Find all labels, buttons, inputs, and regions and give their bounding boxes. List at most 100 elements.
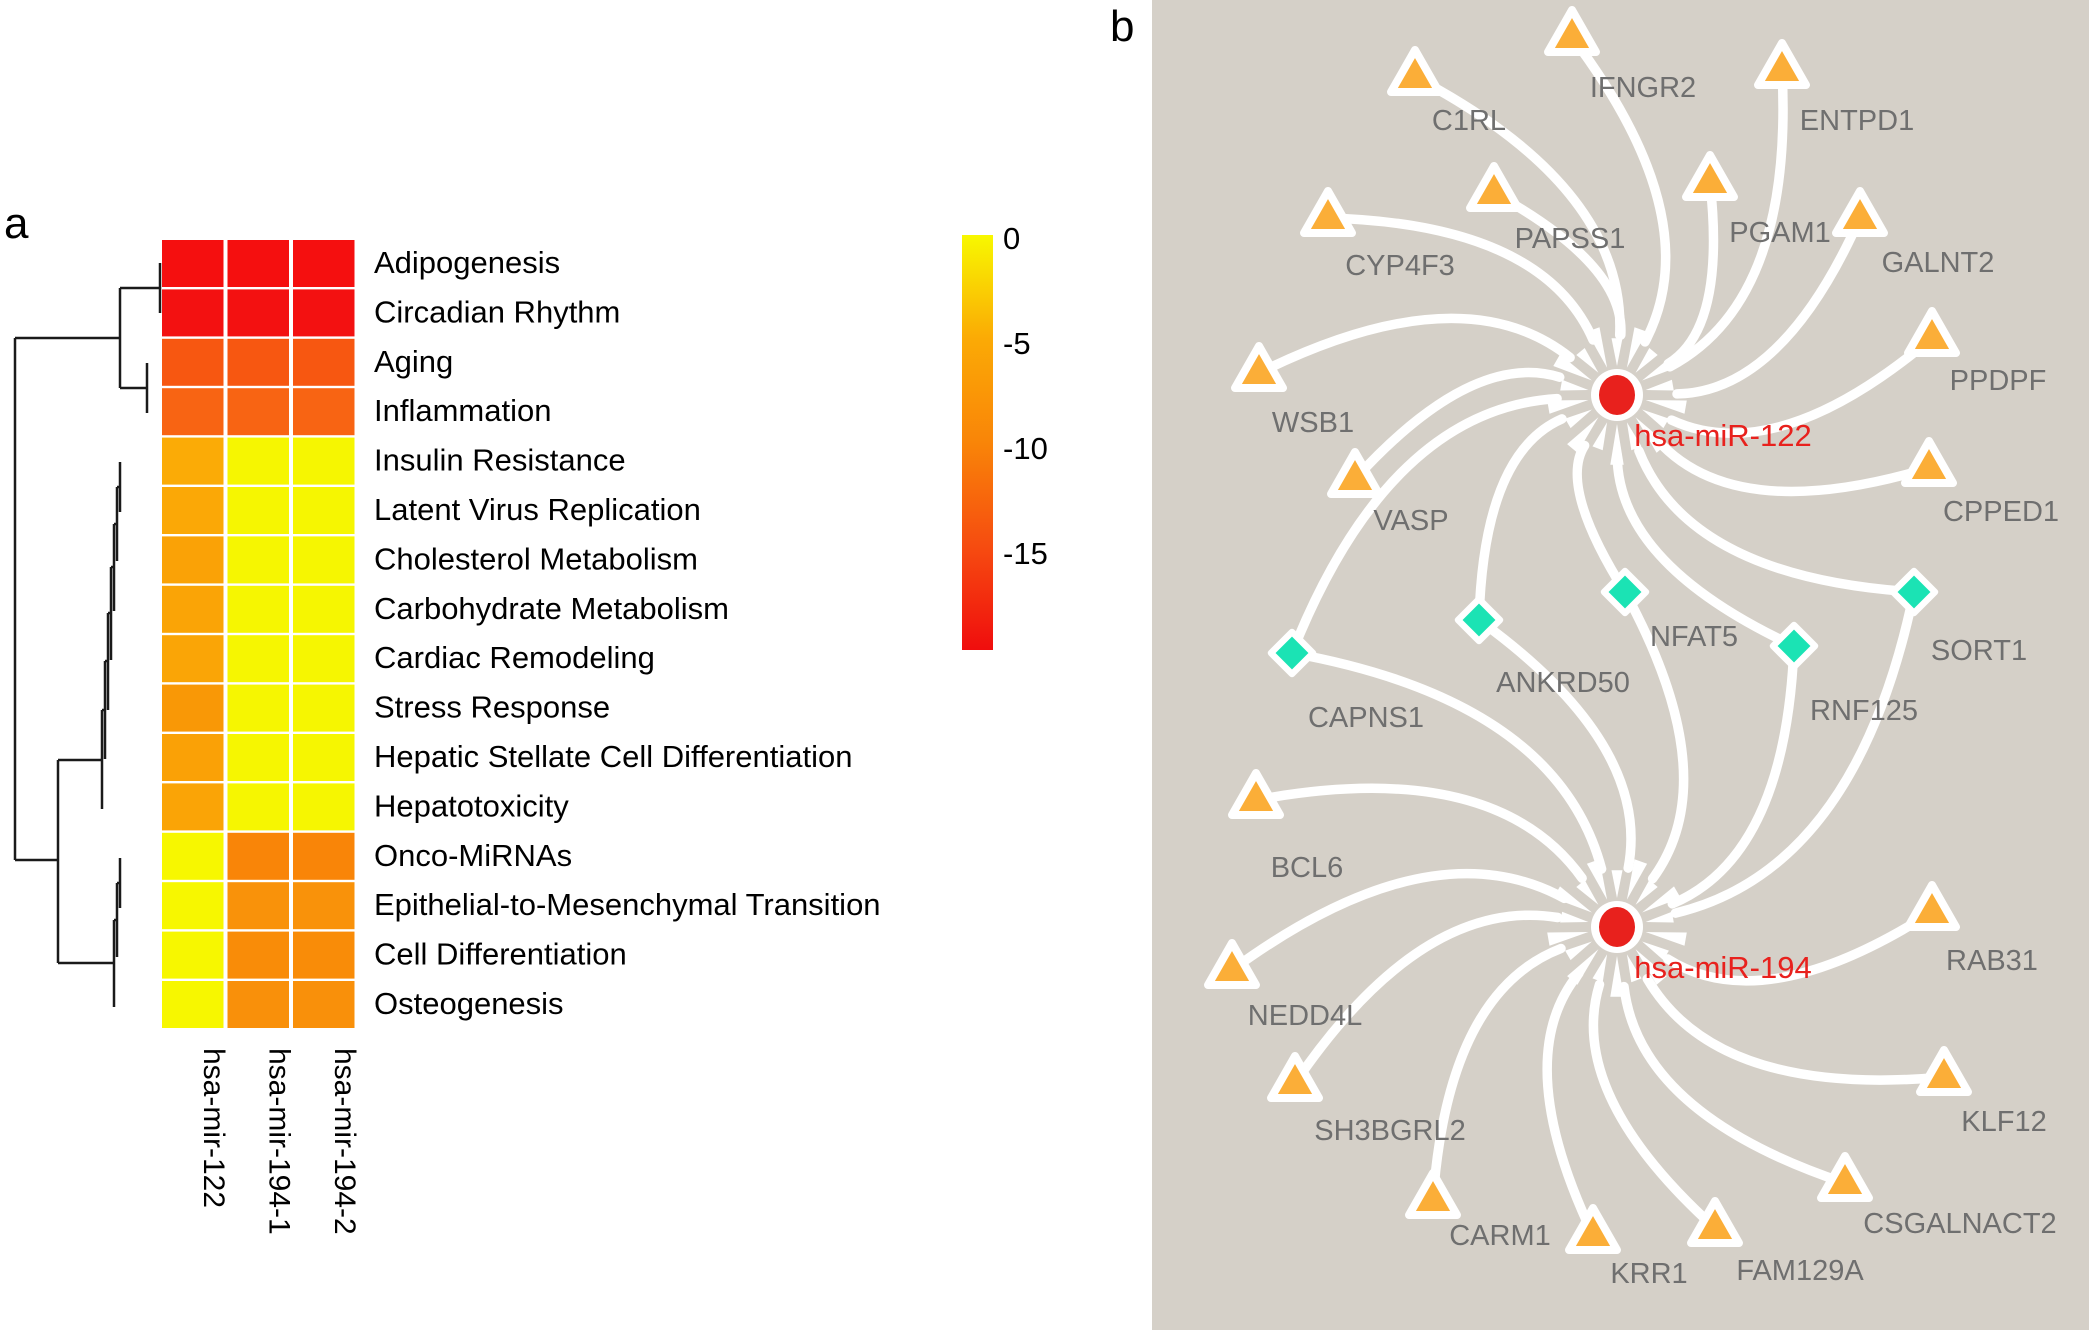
network-edge xyxy=(1588,979,1720,1233)
hub-arrowhead xyxy=(1626,422,1642,451)
heatmap-row-label: Cell Differentiation xyxy=(374,937,627,972)
network-edge xyxy=(1642,974,1949,1085)
hub-arrowhead xyxy=(1592,422,1608,451)
heatmap-cell xyxy=(162,437,224,485)
hub-arrowhead xyxy=(1547,400,1589,414)
network-edge xyxy=(1620,587,1689,884)
heatmap-cell xyxy=(227,437,289,485)
hub-arrowhead xyxy=(1611,870,1623,898)
network-edge xyxy=(1489,188,1626,340)
gene-node-triangle xyxy=(1405,1169,1461,1219)
network-edge xyxy=(1474,615,1636,873)
network-edge xyxy=(1290,910,1563,1088)
gene-node-diamond xyxy=(1600,567,1650,617)
heatmap-cell xyxy=(293,734,355,781)
network-edge xyxy=(1634,446,1919,597)
heatmap-cell xyxy=(293,487,355,534)
gene-node-triangle xyxy=(1565,1204,1621,1254)
heatmap-cell xyxy=(293,635,355,683)
gene-label: RNF125 xyxy=(1810,695,1918,727)
heatmap-cell xyxy=(227,832,289,880)
network-edge xyxy=(1227,868,1570,975)
heatmap-cell xyxy=(227,240,289,287)
gene-node-triangle xyxy=(1832,187,1888,237)
heatmap-cell xyxy=(293,585,355,633)
heatmap-cell xyxy=(293,289,355,337)
heatmap-cell xyxy=(293,882,355,930)
network-edge xyxy=(1474,414,1567,625)
hub-arrowhead xyxy=(1645,911,1674,923)
hub-arrowhead xyxy=(1565,941,1592,961)
gene-label: PPDPF xyxy=(1950,365,2047,397)
gene-node-triangle xyxy=(1267,1052,1323,1102)
hub-arrowhead xyxy=(1553,886,1592,913)
gene-node-triangle xyxy=(1228,769,1284,819)
heatmap-cell xyxy=(293,388,355,436)
heatmap-row-label: Circadian Rhythm xyxy=(374,294,620,329)
gene-node-triangle xyxy=(1682,151,1738,201)
hub-arrowhead xyxy=(1635,417,1667,453)
network-edge xyxy=(1287,648,1607,874)
heatmap-row-label: Cardiac Remodeling xyxy=(374,640,655,675)
mirna-hub-node xyxy=(1599,375,1635,415)
gene-node-triangle xyxy=(1904,307,1960,357)
gene-label: SH3BGRL2 xyxy=(1314,1115,1466,1147)
gene-label: VASP xyxy=(1373,505,1448,537)
network-edge xyxy=(1251,783,1587,883)
gene-node-diamond xyxy=(1454,595,1504,645)
heatmap-row-label: Onco-MiRNAs xyxy=(374,838,572,873)
gene-label: SORT1 xyxy=(1931,635,2027,667)
heatmap-cell xyxy=(227,289,289,337)
heatmap-cell xyxy=(162,635,224,683)
heatmap-cell xyxy=(162,585,224,633)
mirna-hub-label: hsa-miR-194 xyxy=(1634,950,1811,985)
network-edge xyxy=(1663,177,1719,369)
gene-node-triangle xyxy=(1544,6,1600,56)
hub-arrowhead xyxy=(1576,348,1599,373)
heatmap-cell xyxy=(162,289,224,337)
gene-node-triangle xyxy=(1754,39,1810,89)
hub-arrowhead xyxy=(1642,941,1669,961)
mirna-target-network: hsa-miR-122hsa-miR-194C1RLIFNGR2ENTPD1CY… xyxy=(1204,6,2059,1290)
gene-node-triangle xyxy=(1231,342,1287,392)
heatmap-row-label: Epithelial-to-Mesenchymal Transition xyxy=(374,887,881,922)
heatmap-cell xyxy=(293,981,355,1028)
heatmap-row-label: Carbohydrate Metabolism xyxy=(374,591,729,626)
gene-label: C1RL xyxy=(1432,105,1506,137)
hub-arrowhead xyxy=(1642,354,1681,381)
heatmap-row-label: Inflammation xyxy=(374,393,551,428)
gene-label: KRR1 xyxy=(1610,1258,1687,1290)
hub-arrowhead xyxy=(1567,949,1599,985)
gene-label: FAM129A xyxy=(1736,1255,1864,1287)
heatmap-cell xyxy=(162,388,224,436)
gene-node-diamond xyxy=(1769,621,1819,671)
gene-label: NEDD4L xyxy=(1248,1000,1362,1032)
heatmap-cell xyxy=(293,536,355,584)
mirna-hub-label: hsa-miR-122 xyxy=(1634,418,1811,453)
gene-label: RAB31 xyxy=(1946,945,2038,977)
heatmap-cell xyxy=(162,931,224,979)
heatmap-cell xyxy=(293,338,355,386)
gene-label: IFNGR2 xyxy=(1590,72,1696,104)
heatmap-cell xyxy=(162,734,224,781)
heatmap-row-label: Hepatotoxicity xyxy=(374,788,569,823)
hub-arrowhead xyxy=(1586,327,1608,368)
heatmap-cell xyxy=(227,734,289,781)
colorbar-gradient xyxy=(962,235,993,650)
hub-arrowhead xyxy=(1592,954,1608,983)
network-edge xyxy=(1619,981,1850,1188)
heatmap-cell xyxy=(162,783,224,831)
gene-label: PAPSS1 xyxy=(1515,223,1626,255)
heatmap-cell xyxy=(227,931,289,979)
heatmap-row-label: Stress Response xyxy=(374,690,610,725)
heatmap-cell xyxy=(227,783,289,831)
hub-arrowhead xyxy=(1567,417,1599,453)
hub-arrowhead xyxy=(1642,409,1669,429)
heatmap-row-label: Insulin Resistance xyxy=(374,443,626,478)
hub-arrowhead xyxy=(1645,379,1674,391)
heatmap-cell xyxy=(227,882,289,930)
network-edge xyxy=(1350,367,1565,484)
mirna-hub-node xyxy=(1599,907,1635,947)
colorbar-tick-label: -15 xyxy=(1003,536,1048,571)
network-edge xyxy=(1254,313,1575,378)
